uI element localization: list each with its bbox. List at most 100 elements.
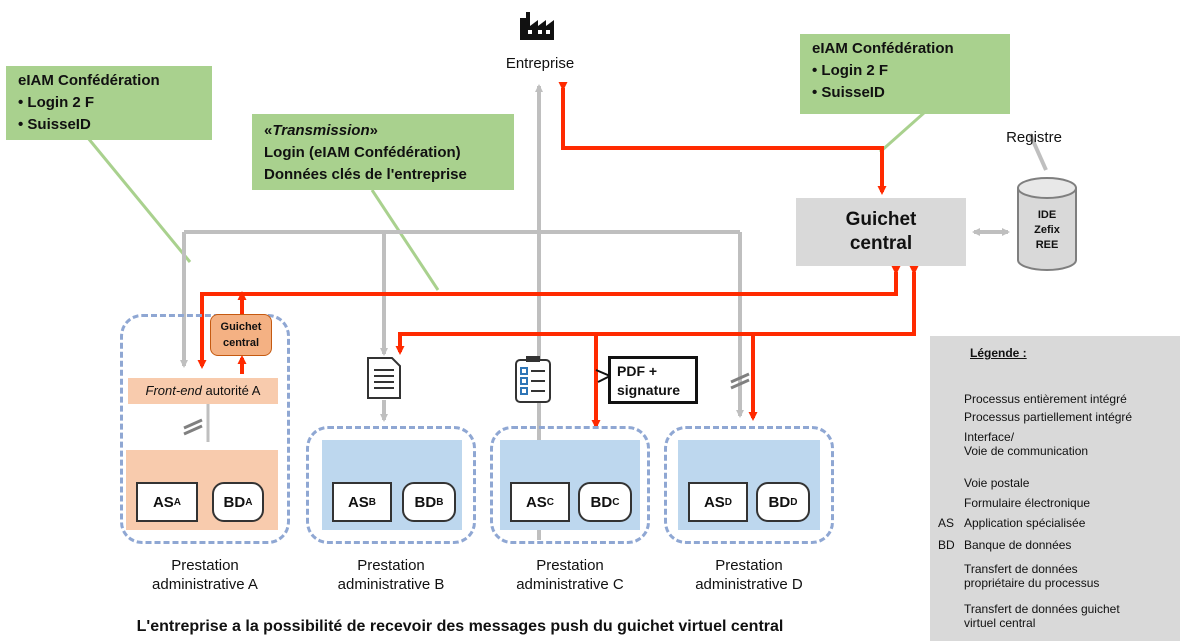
db-a-label: BD bbox=[223, 493, 246, 511]
small-guichet-line1: Guichet bbox=[220, 321, 262, 333]
legend-interface-line1: Interface/ bbox=[964, 430, 1015, 444]
app-b-sub: B bbox=[368, 496, 377, 508]
legend-item-integrated: Processus entièrement intégré bbox=[964, 392, 1127, 406]
eiam-right-item: • SuisseID bbox=[812, 84, 885, 101]
pdf-line2: signature bbox=[617, 382, 681, 398]
legend-item-interface: Interface/ Voie de communication bbox=[964, 430, 1088, 458]
legend-red-line2: virtuel central bbox=[964, 616, 1036, 630]
service-b-container bbox=[306, 426, 476, 544]
service-b-label2: administrative B bbox=[337, 576, 445, 593]
app-d-label: AS bbox=[703, 493, 725, 511]
service-d-label1: Prestation bbox=[715, 557, 783, 574]
transmission-suffix: » bbox=[369, 122, 378, 139]
service-b-label1: Prestation bbox=[357, 557, 425, 574]
app-a-sub: A bbox=[173, 496, 182, 508]
registre-list: IDE Zefix REE bbox=[1016, 208, 1078, 253]
legend-item-app: Application spécialisée bbox=[964, 516, 1086, 530]
app-d-sub: D bbox=[724, 496, 733, 508]
legend-title: Légende : bbox=[970, 346, 1027, 360]
legend-as-key: AS bbox=[938, 516, 955, 530]
red-transfer-paths bbox=[197, 82, 919, 429]
enterprise-label: Entreprise bbox=[505, 55, 575, 72]
eiam-right-item: • Login 2 F bbox=[812, 62, 889, 79]
transmission-prefix: « bbox=[264, 122, 273, 139]
registre-label: Registre bbox=[1006, 129, 1062, 146]
app-b-label: AS bbox=[347, 493, 369, 511]
eiam-left-callout: eIAM Confédération • Login 2 F • SuisseI… bbox=[6, 66, 212, 140]
transmission-callout: «Transmission» Login (eIAM Confédération… bbox=[252, 114, 514, 190]
service-d-container bbox=[664, 426, 834, 544]
guichet-central-box: Guichet central bbox=[796, 198, 966, 266]
service-a-label: Prestation administrative A bbox=[120, 556, 290, 594]
eiam-left-item: • Login 2 F bbox=[18, 94, 95, 111]
legend-gray-line1: Transfert de données bbox=[964, 562, 1078, 576]
service-c-label: Prestation administrative C bbox=[490, 556, 650, 594]
diagram-caption: L'entreprise a la possibilité de recevoi… bbox=[136, 618, 784, 635]
electronic-form-icon bbox=[514, 356, 554, 404]
db-c-sub: C bbox=[612, 496, 620, 508]
registre-ide: IDE bbox=[1037, 209, 1057, 221]
frontend-italic: Front-end bbox=[145, 383, 202, 398]
legend-item-db: Banque de données bbox=[964, 538, 1072, 552]
app-c-label: AS bbox=[525, 493, 547, 511]
small-guichet-line2: central bbox=[222, 337, 260, 349]
legend-gray-line2: propriétaire du processus bbox=[964, 576, 1100, 590]
eiam-right-callout: eIAM Confédération • Login 2 F • SuisseI… bbox=[800, 34, 1010, 114]
db-d-label: BD bbox=[768, 493, 791, 511]
eiam-right-title: eIAM Confédération bbox=[812, 40, 954, 57]
db-c-label: BD bbox=[590, 493, 613, 511]
service-a-label2: administrative A bbox=[152, 576, 258, 593]
legend-item-red-transfer: Transfert de données guichet virtuel cen… bbox=[964, 602, 1120, 630]
service-a-label1: Prestation bbox=[171, 557, 239, 574]
registre-zefix: Zefix bbox=[1034, 224, 1060, 236]
registre-database-icon bbox=[1016, 176, 1078, 272]
guichet-central-line2: central bbox=[849, 233, 913, 254]
factory-icon bbox=[514, 8, 564, 42]
legend-panel: Légende : Processus entièrement intégré … bbox=[930, 336, 1180, 641]
db-b-label: BD bbox=[414, 493, 437, 511]
eiam-left-item: • SuisseID bbox=[18, 116, 91, 133]
pdf-signature-box: PDF + signature bbox=[608, 356, 698, 404]
legend-red-line1: Transfert de données guichet bbox=[964, 602, 1120, 616]
app-a-label: AS bbox=[152, 493, 174, 511]
frontend-rest: autorité A bbox=[201, 383, 261, 398]
frontend-authority-a: Front-end autorité A bbox=[128, 378, 278, 404]
db-b-sub: B bbox=[436, 496, 444, 508]
service-c-label1: Prestation bbox=[536, 557, 604, 574]
db-a-sub: A bbox=[245, 496, 253, 508]
service-d-label: Prestation administrative D bbox=[664, 556, 834, 594]
eiam-left-title: eIAM Confédération bbox=[18, 72, 160, 89]
transmission-keydata: Données clés de l'entreprise bbox=[264, 166, 467, 183]
service-a-container bbox=[120, 314, 290, 544]
guichet-central-line1: Guichet bbox=[845, 209, 917, 230]
transmission-title: Transmission bbox=[272, 122, 370, 139]
service-d-label2: administrative D bbox=[695, 576, 803, 593]
legend-interface-line2: Voie de communication bbox=[964, 444, 1089, 458]
registre-ree: REE bbox=[1035, 239, 1059, 251]
legend-item-gray-transfer: Transfert de données propriétaire du pro… bbox=[964, 562, 1099, 590]
app-c-sub: C bbox=[546, 496, 555, 508]
service-b-label: Prestation administrative B bbox=[306, 556, 476, 594]
legend-bd-key: BD bbox=[938, 538, 955, 552]
interface-marks bbox=[183, 372, 750, 436]
legend-item-postal: Voie postale bbox=[964, 476, 1030, 490]
postal-document-icon bbox=[366, 356, 402, 400]
small-guichet-central: Guichet central bbox=[210, 314, 272, 356]
legend-item-partial: Processus partiellement intégré bbox=[964, 410, 1133, 424]
pdf-line1: PDF + bbox=[617, 363, 658, 379]
legend-item-eform: Formulaire électronique bbox=[964, 496, 1091, 510]
transmission-login: Login (eIAM Confédération) bbox=[264, 144, 461, 161]
service-c-container bbox=[490, 426, 650, 544]
service-c-label2: administrative C bbox=[516, 576, 624, 593]
db-d-sub: D bbox=[790, 496, 798, 508]
